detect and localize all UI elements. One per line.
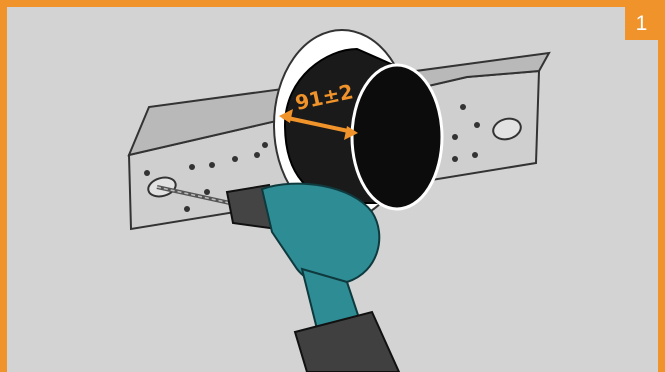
duct-opening [352,65,442,209]
step-number-badge: 1 [625,7,658,40]
installation-illustration: 91±2 [7,7,658,372]
